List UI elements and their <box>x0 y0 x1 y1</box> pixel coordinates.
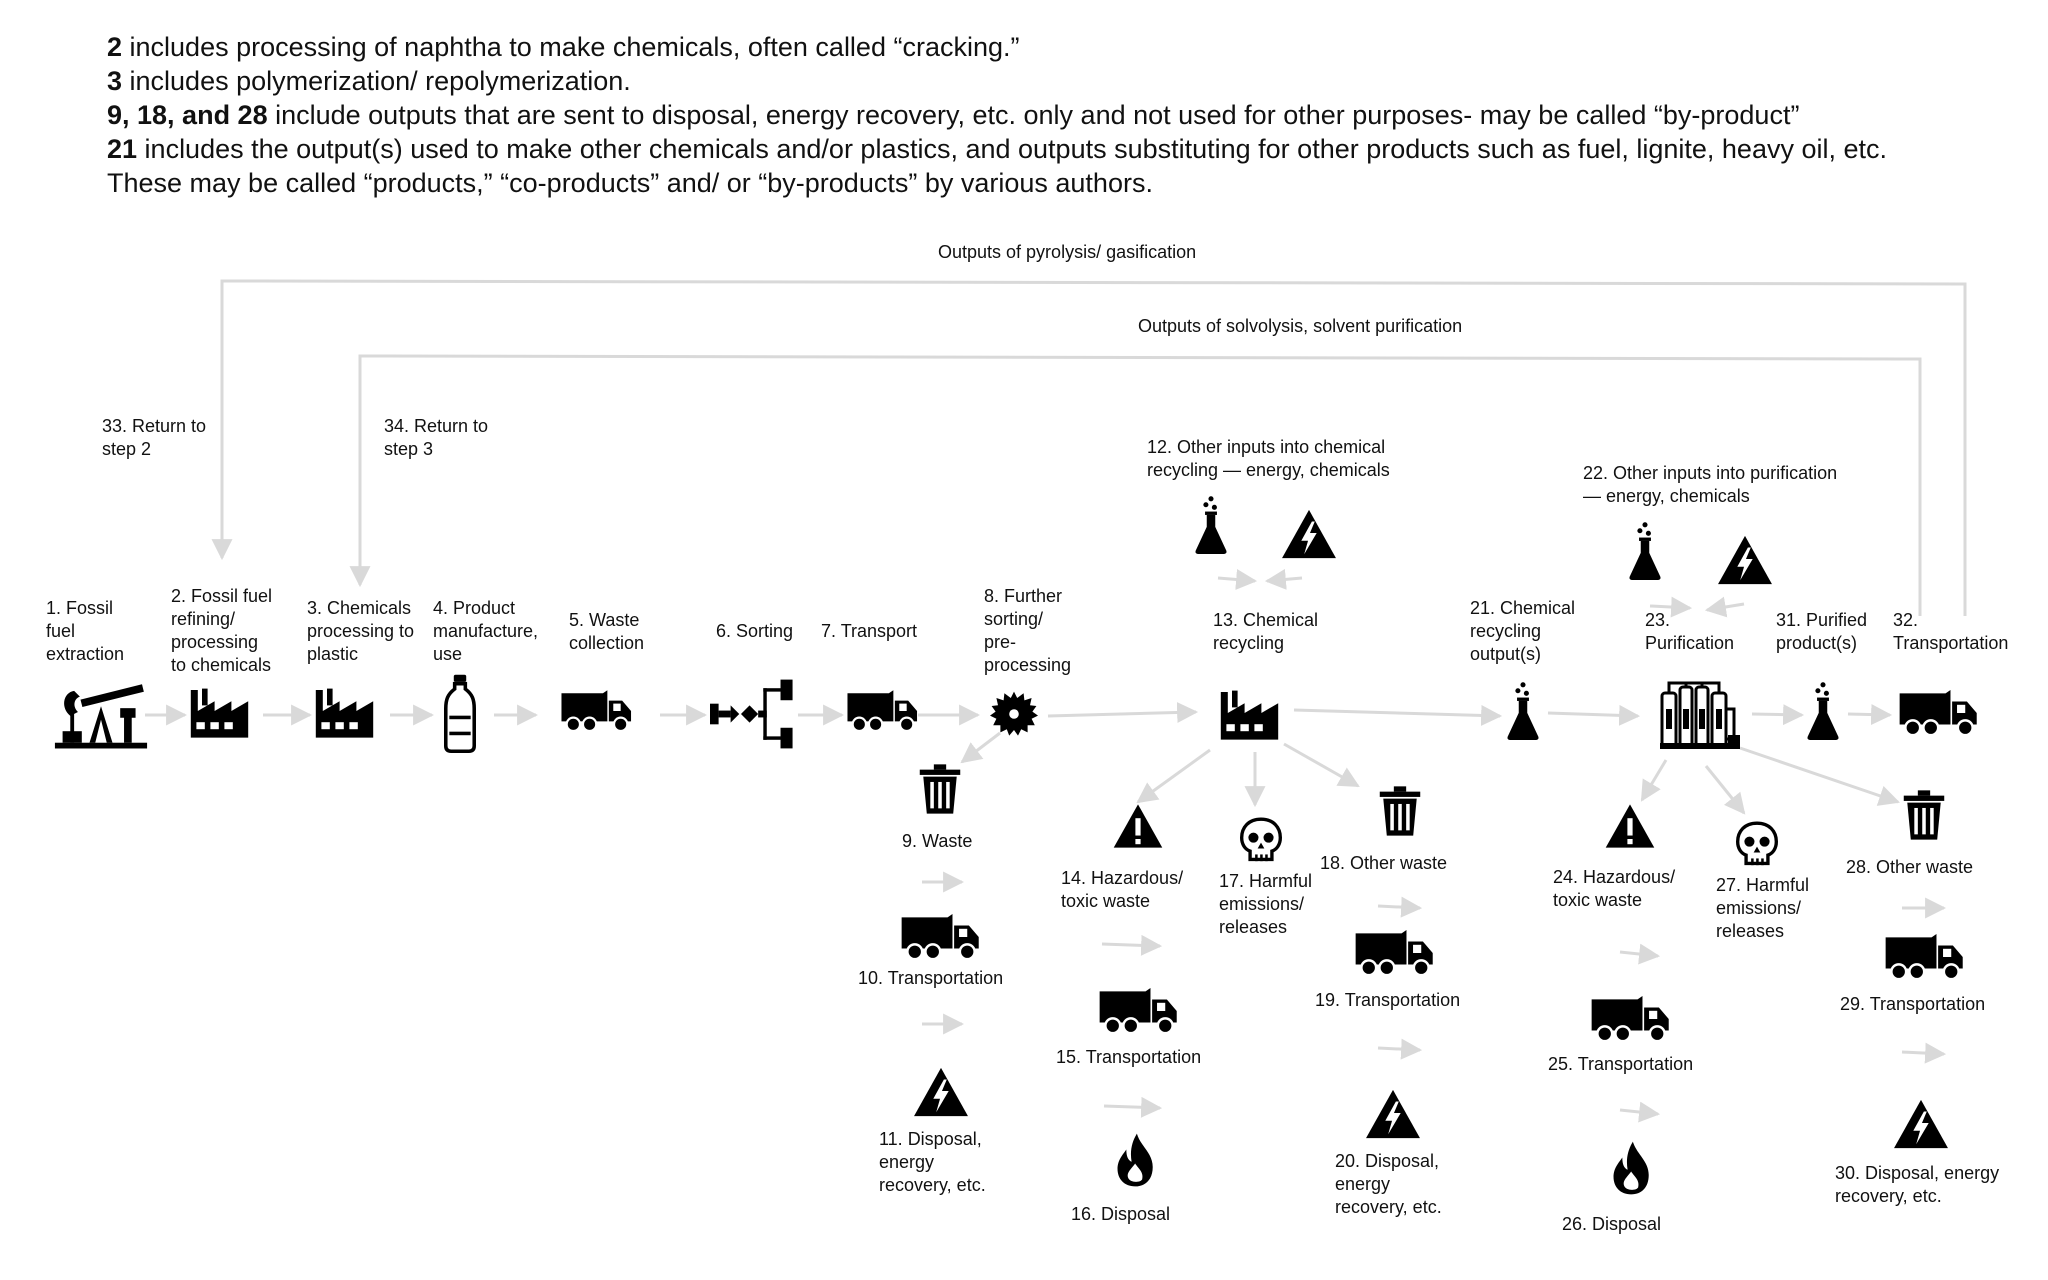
step-3-label: 3. Chemicals processing to plastic <box>307 598 415 664</box>
note-line: These may be called “products,” “co-prod… <box>107 168 1153 198</box>
note-line: 2 includes processing of naphtha to make… <box>107 32 1020 62</box>
flask-icon <box>1507 682 1539 741</box>
step-28-label: 28. Other waste <box>1846 857 1974 877</box>
main-chain-arrows <box>145 568 1947 1123</box>
truck-icon <box>1590 994 1670 1043</box>
notes-block: 2 includes processing of naphtha to make… <box>107 30 2007 200</box>
bottle-icon <box>443 673 477 753</box>
flow-label-solvolysis: Outputs of solvolysis, solvent purificat… <box>1138 316 1463 336</box>
pumpjack-icon <box>54 684 148 749</box>
truck-icon <box>1884 932 1964 981</box>
step-33-label: 33. Return to step 2 <box>102 416 207 459</box>
sorting-icon <box>710 679 793 749</box>
flow-label-pyrolysis: Outputs of pyrolysis/ gasification <box>938 242 1197 262</box>
step-34-label: 34. Return to step 3 <box>384 416 489 459</box>
step-4-label: 4. Product manufacture, use <box>433 598 539 664</box>
factory-icon <box>315 688 374 738</box>
high-voltage-icon <box>1366 1089 1420 1139</box>
step-31-label: 31. Purified product(s) <box>1776 610 1868 653</box>
step-2-label: 2. Fossil fuel refining/ processing to c… <box>171 586 273 675</box>
truck-icon <box>1098 986 1178 1035</box>
step-23-label: 23. Purification <box>1645 610 1735 653</box>
step-14-label: 14. Hazardous/ toxic waste <box>1061 868 1184 911</box>
step-29-label: 29. Transportation <box>1840 994 1986 1014</box>
step-30-label: 30. Disposal, energy recovery, etc. <box>1835 1163 2000 1206</box>
purification-plant-icon <box>1660 681 1740 750</box>
step-15-label: 15. Transportation <box>1056 1047 1202 1067</box>
flame-icon <box>1613 1141 1649 1195</box>
step-5-label: 5. Waste collection <box>569 610 645 653</box>
truck-icon <box>1354 928 1434 977</box>
trash-icon <box>1379 786 1421 836</box>
return-loop-33 <box>211 279 1967 616</box>
step-6-label: 6. Sorting <box>716 621 794 641</box>
truck-icon <box>900 912 980 961</box>
skull-icon <box>1240 817 1282 863</box>
skull-icon <box>1736 821 1778 867</box>
step-8-label: 8. Further sorting/ pre- processing <box>984 586 1072 675</box>
truck-icon <box>560 689 633 733</box>
high-voltage-icon <box>1718 535 1772 585</box>
note-line: 21 includes the output(s) used to make o… <box>107 134 1887 164</box>
truck-icon <box>846 689 919 733</box>
step-25-label: 25. Transportation <box>1548 1054 1694 1074</box>
return-loop-34 <box>349 354 1922 616</box>
step-11-label: 11. Disposal, energy recovery, etc. <box>879 1129 986 1195</box>
step-21-label: 21. Chemical recycling output(s) <box>1470 598 1576 664</box>
flask-icon <box>1195 496 1227 555</box>
step-16-label: 16. Disposal <box>1071 1204 1171 1224</box>
flask-icon <box>1629 522 1661 581</box>
step-26-label: 26. Disposal <box>1562 1214 1662 1234</box>
trash-icon <box>1903 790 1945 840</box>
note-line: 3 includes polymerization/ repolymerizat… <box>107 66 631 96</box>
step-32-label: 32. Transportation <box>1893 610 2009 653</box>
hazard-icon <box>1605 804 1655 848</box>
factory-icon <box>190 688 249 738</box>
trash-icon <box>919 764 961 814</box>
saw-blade-icon <box>990 691 1038 736</box>
step-19-label: 19. Transportation <box>1315 990 1461 1010</box>
step-10-label: 10. Transportation <box>858 968 1004 988</box>
high-voltage-icon <box>914 1067 968 1117</box>
flask-icon <box>1807 682 1839 741</box>
step-24-label: 24. Hazardous/ toxic waste <box>1553 867 1676 910</box>
step-7-label: 7. Transport <box>821 621 918 641</box>
step-12-label: 12. Other inputs into chemical recycling… <box>1147 437 1390 480</box>
note-line: 9, 18, and 28 include outputs that are s… <box>107 100 1800 130</box>
step-27-label: 27. Harmful emissions/ releases <box>1716 875 1810 941</box>
factory-icon <box>1220 690 1279 740</box>
step-13-label: 13. Chemical recycling <box>1213 610 1319 653</box>
high-voltage-icon <box>1282 509 1336 559</box>
high-voltage-icon <box>1894 1099 1948 1149</box>
hazard-icon <box>1113 804 1163 848</box>
step-1-label: 1. Fossil fuel extraction <box>46 598 125 664</box>
step-18-label: 18. Other waste <box>1320 853 1448 873</box>
truck-icon <box>1898 688 1978 737</box>
step-22-label: 22. Other inputs into purification — ene… <box>1583 463 1838 506</box>
step-17-label: 17. Harmful emissions/ releases <box>1219 871 1313 937</box>
step-9-label: 9. Waste <box>902 831 973 851</box>
step-20-label: 20. Disposal, energy recovery, etc. <box>1335 1151 1442 1217</box>
flame-icon <box>1117 1133 1153 1187</box>
